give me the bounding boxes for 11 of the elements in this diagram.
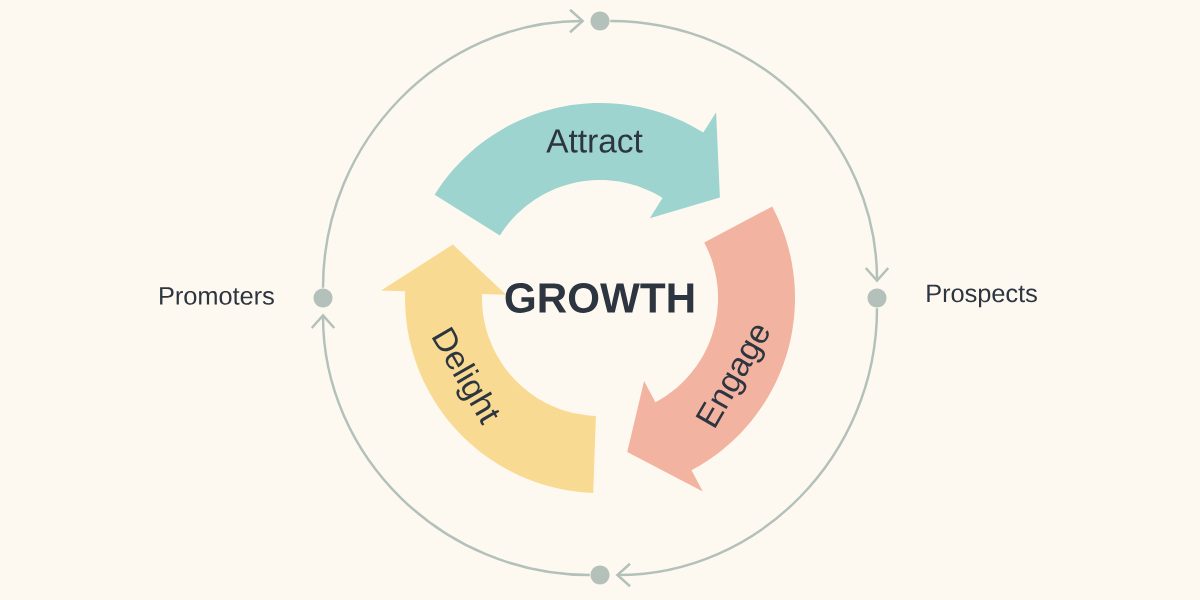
side-label: Promoters — [160, 287, 274, 305]
ring-arrow — [615, 308, 879, 588]
ring-arrow — [321, 8, 585, 288]
dot — [867, 288, 887, 308]
flywheel-segment: Attract — [434, 103, 720, 236]
ring-arrow — [610, 19, 890, 283]
dot — [590, 11, 610, 31]
dot — [590, 565, 610, 585]
side-label: Prospects — [927, 284, 1037, 308]
ring-arrow — [310, 313, 590, 577]
dot — [313, 288, 333, 308]
